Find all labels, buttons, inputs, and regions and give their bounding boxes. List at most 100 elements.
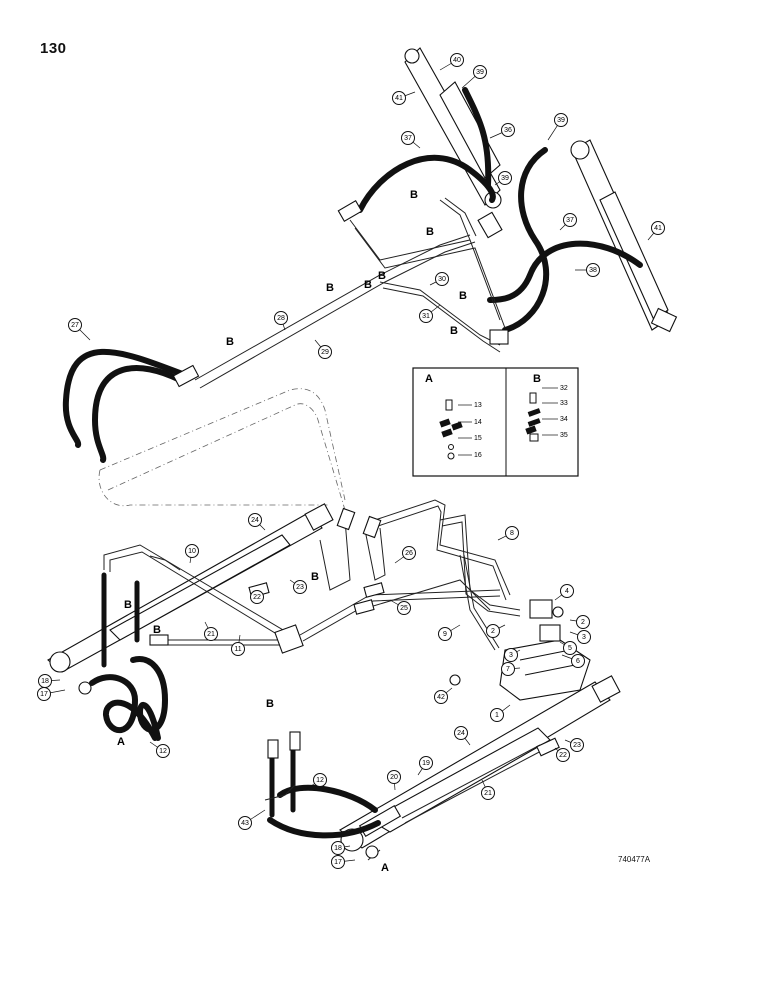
callout-balloon — [392, 91, 406, 105]
callout-number: 21 — [207, 631, 215, 638]
callout-number: 40 — [453, 57, 461, 64]
legend-part-number: 32 — [560, 385, 568, 392]
top-tubes — [172, 197, 509, 389]
callout-number: 23 — [296, 584, 304, 591]
callout-39: 39 — [547, 113, 568, 141]
callout-balloon — [419, 309, 433, 323]
callout-12: 12 — [149, 741, 170, 758]
section-letter-b: B — [326, 282, 334, 294]
callout-number: 6 — [576, 658, 580, 665]
callout-number: 8 — [510, 530, 514, 537]
callout-balloon — [576, 615, 590, 629]
callout-number: 17 — [40, 691, 48, 698]
callout-2: 2 — [486, 624, 506, 638]
section-letter-b: B — [364, 279, 372, 291]
callout-balloon — [68, 318, 82, 332]
callout-number: 2 — [491, 628, 495, 635]
callout-37: 37 — [559, 213, 577, 231]
callout-balloon — [248, 513, 262, 527]
callout-number: 36 — [504, 127, 512, 134]
bottom-tubes — [78, 681, 560, 861]
bottom-hoses — [267, 742, 381, 839]
callout-number: 27 — [71, 322, 79, 329]
callout-4: 4 — [554, 584, 574, 601]
callout-39: 39 — [494, 171, 512, 186]
callout-37: 37 — [401, 131, 421, 149]
callout-balloon — [331, 855, 345, 869]
callout-6: 6 — [561, 654, 585, 668]
legend-part-number: 33 — [560, 400, 568, 407]
legend-group-a-letter: A — [425, 373, 433, 385]
middle-tubes — [103, 499, 521, 654]
callout-balloon — [387, 770, 401, 784]
callout-group: 1223345678910111212171718181920212122222… — [37, 53, 665, 869]
callout-balloon — [571, 654, 585, 668]
callout-number: 10 — [188, 548, 196, 555]
callout-balloon — [501, 662, 515, 676]
section-letter-b: B — [311, 571, 319, 583]
callout-36: 36 — [489, 123, 515, 139]
callout-balloon — [586, 263, 600, 277]
callout-22: 22 — [554, 747, 570, 762]
section-letter-b: B — [410, 189, 418, 201]
callout-39: 39 — [461, 65, 487, 89]
legend-part-number: 13 — [474, 402, 482, 409]
callout-balloon — [505, 526, 519, 540]
callout-balloon — [250, 590, 264, 604]
callout-8: 8 — [497, 526, 519, 541]
callout-balloon — [450, 53, 464, 67]
callout-balloon — [434, 690, 448, 704]
callout-balloon — [318, 345, 332, 359]
callout-18: 18 — [331, 841, 351, 855]
callout-number: 1 — [495, 712, 499, 719]
callout-number: 22 — [253, 594, 261, 601]
section-letter-b: B — [266, 698, 274, 710]
callout-29: 29 — [314, 339, 332, 359]
callout-number: 39 — [501, 175, 509, 182]
callout-38: 38 — [575, 263, 600, 277]
callout-number: 41 — [654, 225, 662, 232]
callout-number: 24 — [251, 517, 259, 524]
callout-balloon — [563, 641, 577, 655]
section-letter-b: B — [450, 325, 458, 337]
section-letter-b: B — [153, 624, 161, 636]
callout-number: 41 — [395, 95, 403, 102]
callout-22: 22 — [250, 589, 264, 604]
callout-balloon — [438, 627, 452, 641]
callout-40: 40 — [439, 53, 464, 71]
callout-balloon — [504, 648, 518, 662]
callout-balloon — [274, 311, 288, 325]
callout-18: 18 — [38, 674, 61, 688]
callout-number: 25 — [400, 605, 408, 612]
callout-balloon — [563, 213, 577, 227]
callout-17: 17 — [331, 855, 356, 869]
callout-12: 12 — [304, 773, 327, 791]
callout-balloon — [238, 816, 252, 830]
callout-number: 28 — [277, 315, 285, 322]
callout-21: 21 — [481, 779, 495, 800]
callout-number: 42 — [437, 694, 445, 701]
callout-balloon — [156, 744, 170, 758]
callout-balloon — [486, 624, 500, 638]
callout-25: 25 — [389, 599, 411, 615]
callout-24: 24 — [454, 726, 471, 746]
phantom-frame — [98, 388, 346, 511]
callout-number: 12 — [316, 777, 324, 784]
callout-number: 29 — [321, 349, 329, 356]
callout-19: 19 — [417, 756, 433, 776]
page-number: 130 — [40, 40, 67, 57]
callout-17: 17 — [37, 687, 66, 701]
callout-balloon — [38, 674, 52, 688]
legend-part-number: 35 — [560, 432, 568, 439]
callout-27: 27 — [68, 318, 91, 341]
section-letter-b: B — [459, 290, 467, 302]
callout-balloon — [498, 171, 512, 185]
callout-balloon — [313, 773, 327, 787]
callout-balloon — [435, 272, 449, 286]
legend-group-b-letter: B — [533, 373, 541, 385]
bottom-cylinder — [339, 675, 621, 852]
callout-number: 37 — [566, 217, 574, 224]
callout-43: 43 — [238, 809, 266, 830]
callout-number: 38 — [589, 267, 597, 274]
callout-3: 3 — [569, 630, 591, 644]
